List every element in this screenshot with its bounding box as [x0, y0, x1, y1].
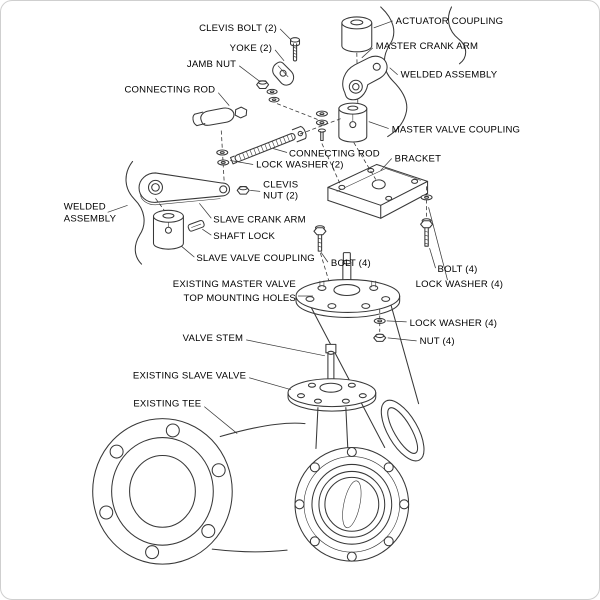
- slave-valve-coupling-part: [152, 198, 184, 250]
- jamb-nut-part: [256, 80, 270, 90]
- leader-connecting-rod-upper: [217, 92, 230, 106]
- flange-bolt-hole: [109, 444, 124, 459]
- existing-slave-valve-part: [287, 343, 377, 412]
- label-bracket: BRACKET: [395, 153, 442, 164]
- label-connecting-rod-upper: CONNECTING ROD: [124, 85, 215, 96]
- label-clevis-nut-line1: CLEVIS: [263, 179, 298, 190]
- existing-tee-part: [92, 407, 349, 565]
- leader-existing-slave-valve: [249, 377, 292, 391]
- label-actuator-coupling: ACTUATOR COUPLING: [396, 16, 504, 27]
- label-valve-stem: VALVE STEM: [183, 333, 244, 344]
- welded-assembly-wavy-right: [380, 6, 467, 138]
- shaft-lock-part: [187, 219, 205, 232]
- label-slave-valve-coupling: SLAVE VALVE COUPLING: [196, 253, 315, 264]
- label-lock-washer-4-lower: LOCK WASHER (4): [410, 318, 498, 329]
- label-yoke: YOKE (2): [230, 43, 272, 54]
- leader-welded-assembly-left: [107, 204, 128, 213]
- lock-washer-4-lower-part: [373, 308, 386, 332]
- flange-bolt-hole: [99, 505, 114, 520]
- nut-4-part: [373, 333, 387, 342]
- stem-hub: [319, 382, 343, 393]
- leader-lock-washer-2: [230, 160, 254, 165]
- label-welded-assembly-left-line1: WELDED: [64, 201, 106, 212]
- mounting-studs: [319, 280, 377, 288]
- leader-shaft-lock: [202, 228, 212, 236]
- bracket-washer-bolt-right: [420, 186, 434, 247]
- valve-disc-edge: [342, 480, 362, 529]
- existing-master-valve-part: [295, 252, 401, 318]
- leader-bolt-4-right: [429, 248, 436, 269]
- leader-welded-assembly-right: [389, 67, 398, 76]
- leader-clevis-bolt: [279, 28, 292, 41]
- leader-lock-washer-4-upper: [428, 207, 448, 281]
- actuator-coupling-part: [341, 16, 373, 53]
- label-existing-slave-valve: EXISTING SLAVE VALVE: [133, 371, 246, 382]
- tee-rear-port-flange: [380, 399, 425, 462]
- leader-bolt-4-left: [320, 251, 329, 263]
- clevis-nut-part: [236, 186, 250, 195]
- leader-jamb-nut: [238, 65, 261, 83]
- bracket-center-hole: [371, 179, 386, 190]
- label-bolt-4-left: BOLT (4): [331, 258, 371, 269]
- flange-bolt-hole: [165, 423, 180, 438]
- master-crank-arm-part: [342, 55, 388, 101]
- bracket-part: [327, 163, 429, 219]
- leader-slave-crank-arm: [199, 203, 212, 219]
- yoke-part: [272, 61, 295, 86]
- label-jamb-nut: JAMB NUT: [187, 59, 236, 70]
- slave-crank-arm-part: [138, 172, 231, 206]
- label-master-valve-coupling: MASTER VALVE COUPLING: [392, 125, 521, 136]
- leader-lock-washer-4-lower: [386, 320, 407, 323]
- label-lock-washer-2: LOCK WASHER (2): [256, 159, 344, 170]
- label-master-crank-arm: MASTER CRANK ARM: [376, 41, 478, 52]
- leader-clevis-nut: [250, 189, 261, 192]
- clevis-bolt-part: [290, 37, 301, 62]
- label-welded-assembly-right: WELDED ASSEMBLY: [401, 70, 498, 81]
- leader-connecting-rod-lower: [272, 148, 288, 153]
- leader-bracket: [380, 158, 392, 171]
- leader-actuator-coupling: [373, 20, 393, 29]
- stem-hub: [333, 284, 361, 297]
- leader-master-crank-arm: [361, 47, 374, 59]
- leader-slave-valve-coupling: [181, 245, 195, 258]
- label-clevis-bolt: CLEVIS BOLT (2): [199, 23, 277, 34]
- master-valve-coupling-part: [338, 102, 368, 143]
- label-existing-tee: EXISTING TEE: [133, 399, 201, 410]
- butterfly-valve-body: [294, 446, 410, 562]
- leader-existing-tee: [204, 406, 238, 434]
- flange-bolt-hole: [145, 545, 160, 560]
- label-lock-washer-4-upper: LOCK WASHER (4): [416, 279, 504, 290]
- leader-valve-stem: [246, 339, 325, 357]
- axis-dashed-line: [353, 142, 377, 180]
- label-nut-4: NUT (4): [420, 336, 455, 347]
- lock-washer-2-part: [216, 149, 230, 166]
- label-existing-master-valve-line1: EXISTING MASTER VALVE: [173, 279, 296, 290]
- leader-nut-4: [387, 337, 417, 342]
- flange-bolt-hole: [201, 524, 216, 539]
- yoke-washers: [266, 88, 319, 120]
- flange-bolt-hole: [211, 463, 226, 478]
- label-bolt-4-right: BOLT (4): [438, 264, 478, 275]
- crank-arm-hardware-stack: [315, 110, 341, 184]
- welded-assembly-wavy-left: [125, 160, 145, 265]
- connecting-rod-end-part: [192, 106, 248, 127]
- label-shaft-lock: SHAFT LOCK: [213, 231, 275, 242]
- label-existing-master-valve-line2: TOP MOUNTING HOLES: [183, 293, 296, 304]
- label-clevis-nut-line2: NUT (2): [263, 190, 298, 201]
- axis-dashed-line: [220, 130, 225, 184]
- label-welded-assembly-left-line2: ASSEMBLY: [64, 213, 117, 224]
- master-valve-neck: [310, 303, 420, 449]
- label-connecting-rod-lower: CONNECTING ROD: [289, 148, 380, 159]
- bolt-4-left-part: [313, 225, 330, 282]
- leader-master-valve-coupling: [368, 121, 389, 129]
- leader-yoke: [274, 49, 285, 62]
- label-slave-crank-arm: SLAVE CRANK ARM: [213, 214, 305, 225]
